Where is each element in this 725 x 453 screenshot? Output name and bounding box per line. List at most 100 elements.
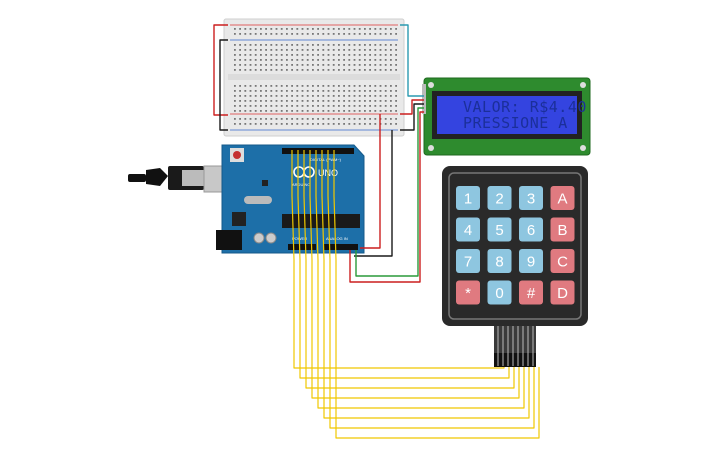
wire-yellow-keypad-3[interactable] [303, 150, 515, 389]
keypad-key-c[interactable]: C [550, 249, 575, 273]
key-label: # [527, 285, 536, 302]
key-cap [487, 186, 512, 210]
key-cap [456, 217, 480, 242]
lcd-header-pins [422, 84, 426, 114]
keypad-key-7[interactable]: 7 [456, 249, 480, 273]
keypad-ribbon [494, 326, 536, 356]
key-cap [487, 217, 512, 242]
key-label: B [557, 222, 567, 239]
power-jack [216, 230, 242, 250]
keypad-frame [448, 172, 582, 320]
lcd-mount-hole-tr [580, 82, 586, 88]
key-label: 5 [495, 222, 503, 239]
digital-header-label: DIGITAL (PWM~) [310, 157, 342, 162]
wire-red-rail-left[interactable] [213, 24, 228, 116]
wire-black-lcd[interactable] [400, 103, 424, 131]
keypad-key-9[interactable]: 9 [519, 249, 543, 273]
key-label: 4 [464, 222, 472, 239]
reset-button-cap [233, 151, 241, 159]
keypad-keys: 1 2 3 A 4 5 6 B 7 8 9 C * 0 # D [456, 186, 575, 305]
key-cap [550, 280, 575, 305]
keypad-key-d[interactable]: D [550, 280, 575, 305]
key-label: 6 [527, 222, 535, 239]
small-chip [262, 180, 268, 186]
keypad-key-8[interactable]: 8 [487, 249, 512, 273]
lcd-mount-hole-bl [428, 145, 434, 151]
key-label: 3 [527, 191, 535, 208]
wire-teal-lcd[interactable] [400, 24, 424, 97]
key-cap [519, 280, 543, 305]
atmega-chip [282, 214, 360, 228]
key-cap [456, 280, 480, 305]
keypad-key-5[interactable]: 5 [487, 217, 512, 242]
lcd-screen [437, 96, 577, 134]
wire-yellow-keypad-5[interactable] [315, 150, 525, 409]
power-header [288, 244, 316, 250]
breadboard-center-channel [228, 74, 400, 80]
key-label: 7 [464, 254, 472, 271]
key-cap [456, 249, 480, 273]
lcd-line-1: VALOR: R$4.40 [463, 98, 587, 116]
keypad-key-hash[interactable]: # [519, 280, 543, 305]
keypad-key-3[interactable]: 3 [519, 186, 543, 210]
key-cap [519, 217, 543, 242]
key-label: 8 [495, 254, 503, 271]
lcd-mount-hole-tl [428, 82, 434, 88]
wire-red-lcd[interactable] [400, 99, 424, 115]
capacitor-1 [253, 232, 265, 244]
keypad-key-4[interactable]: 4 [456, 217, 480, 242]
usb-cable-end [128, 174, 146, 182]
capacitor-2 [265, 232, 277, 244]
keypad-key-0[interactable]: 0 [487, 280, 512, 305]
key-cap [487, 280, 512, 305]
wire-yellow-keypad-2[interactable] [297, 150, 510, 379]
lcd-mount-hole-br [580, 145, 586, 151]
wire-yellow-keypad-8[interactable] [333, 150, 540, 439]
keypad-key-2[interactable]: 2 [487, 186, 512, 210]
keypad-key-b[interactable]: B [550, 217, 575, 242]
key-cap [519, 249, 543, 273]
key-label: 9 [527, 254, 535, 271]
keypad-key-a[interactable]: A [550, 186, 575, 210]
wire-yellow-keypad-7[interactable] [327, 150, 535, 429]
key-label: A [557, 191, 567, 208]
wire-green-sda[interactable] [355, 107, 424, 277]
key-label: C [557, 254, 568, 271]
key-label: * [465, 285, 471, 302]
wire-yellow-keypad-6[interactable] [321, 150, 530, 419]
keypad-connector [494, 353, 536, 367]
wire-black-gnd[interactable] [354, 130, 393, 257]
key-cap [550, 217, 575, 242]
lcd-line-2: PRESSIONE A [463, 114, 568, 132]
wires [213, 24, 540, 439]
digital-header [282, 148, 354, 154]
wire-black-rail-left[interactable] [219, 39, 228, 131]
wire-red-5v[interactable] [360, 114, 381, 249]
ribbon-traces [497, 326, 534, 366]
lcd-module[interactable]: VALOR: R$4.40 PRESSIONE A [422, 77, 591, 156]
keypad-key-1[interactable]: 1 [456, 186, 480, 210]
key-cap [519, 186, 543, 210]
key-label: D [557, 285, 568, 302]
keypad-key-6[interactable]: 6 [519, 217, 543, 242]
wire-yellow-keypad-1[interactable] [291, 150, 505, 369]
key-cap [550, 249, 575, 273]
breadboard[interactable] [223, 18, 405, 137]
analog-header-label: ANALOG IN [326, 236, 348, 241]
wire-yellow-keypad-4[interactable] [309, 150, 520, 399]
keypad-key-star[interactable]: * [456, 280, 480, 305]
key-cap [487, 249, 512, 273]
crystal [244, 196, 272, 204]
board-brand-label: ARDUINO [292, 182, 310, 187]
keypad-4x4[interactable]: 1 2 3 A 4 5 6 B 7 8 9 C * 0 # D [442, 166, 588, 367]
usb-cable-strain-relief [146, 168, 168, 186]
key-label: 2 [495, 191, 503, 208]
key-cap [456, 186, 480, 210]
key-cap [550, 186, 575, 210]
key-label: 1 [464, 191, 472, 208]
wire-red-scl[interactable] [349, 111, 424, 283]
voltage-regulator [232, 212, 246, 226]
key-label: 0 [495, 285, 503, 302]
usb-plug-metal [182, 170, 204, 186]
